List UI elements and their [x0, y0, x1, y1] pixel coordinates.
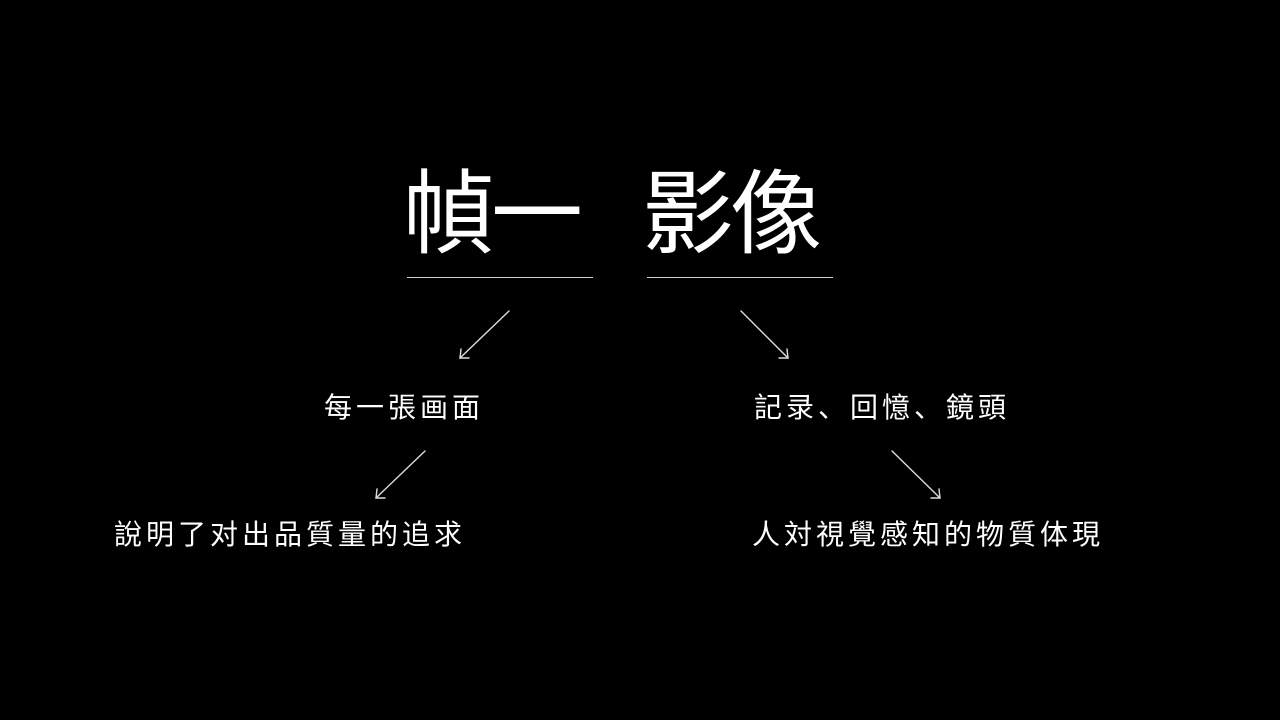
left-branch-label-2: 說明了对出品質量的追求 [114, 518, 467, 551]
left-branch-label-1: 每一張画面 [324, 391, 485, 424]
right-branch-label-1: 記录、回憶、鏡頭 [754, 391, 1011, 424]
right-branch-label-2: 人対視覺感知的物質体現 [752, 518, 1105, 551]
title-right: 影像 [642, 161, 822, 268]
arrow-right-bottom [891, 450, 941, 499]
arrow-left-top [459, 310, 510, 359]
title-right-underline [647, 277, 833, 278]
title-left: 幀一 [403, 161, 583, 268]
title-left-underline [407, 277, 593, 278]
arrow-right-top [740, 310, 789, 359]
arrow-left-bottom [375, 450, 426, 499]
